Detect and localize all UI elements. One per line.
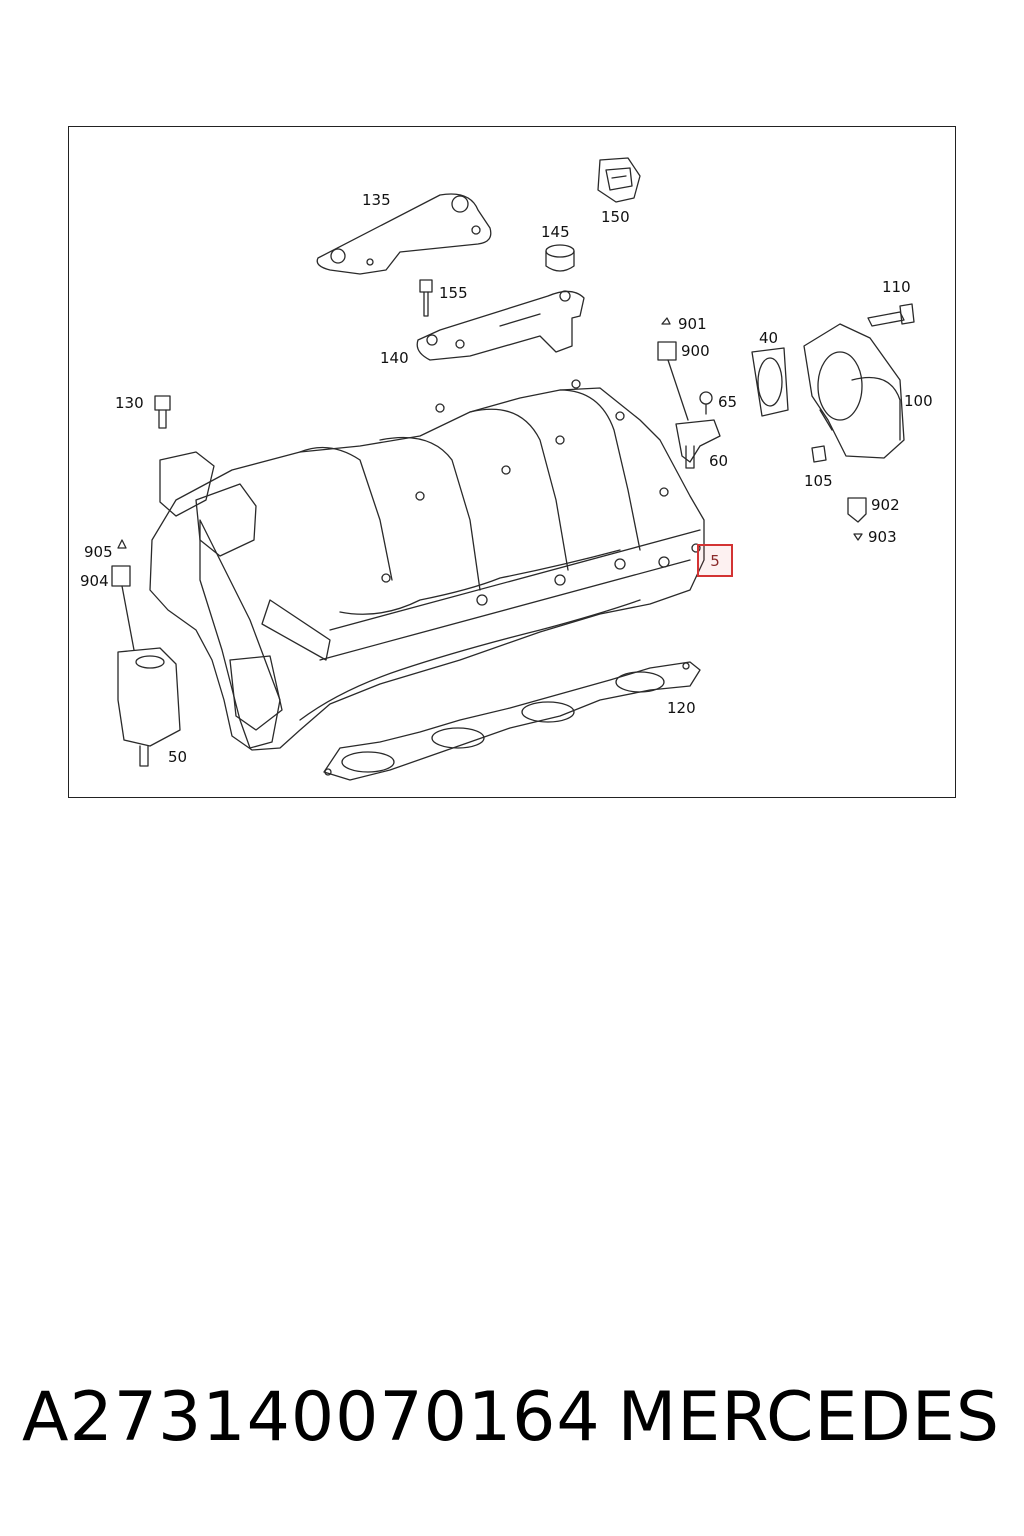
callout-902: 902 [871, 496, 900, 514]
caption-bar: A273140070164 MERCEDES [0, 1378, 1024, 1468]
bolt-155-drawing [419, 279, 433, 317]
callout-140: 140 [380, 349, 409, 367]
callout-905: 905 [84, 543, 113, 561]
highlighted-callout-label: 5 [710, 551, 720, 570]
parts-diagram-drawing [111, 157, 915, 781]
connector-900-drawing [657, 317, 689, 421]
callout-904: 904 [80, 572, 109, 590]
callout-900: 900 [681, 342, 710, 360]
highlighted-callout-5[interactable]: 5 [697, 544, 733, 577]
callout-65: 65 [718, 393, 738, 411]
callout-110: 110 [882, 278, 911, 296]
intake-manifold-drawing [149, 379, 705, 751]
gasket-120-drawing [323, 661, 701, 781]
bolt-110-drawing [867, 303, 915, 327]
callout-130: 130 [115, 394, 144, 412]
callout-60: 60 [709, 452, 729, 470]
callout-100: 100 [904, 392, 933, 410]
callout-903: 903 [868, 528, 897, 546]
bolt-130-drawing [154, 395, 171, 429]
clip-105-drawing [811, 445, 827, 463]
cap-145-drawing [545, 244, 575, 272]
callout-50: 50 [168, 748, 188, 766]
bracket-140-drawing [416, 290, 585, 361]
callout-120: 120 [667, 699, 696, 717]
callout-40: 40 [759, 329, 779, 347]
callout-901: 901 [678, 315, 707, 333]
callout-145: 145 [541, 223, 570, 241]
callout-135: 135 [362, 191, 391, 209]
callout-155: 155 [439, 284, 468, 302]
callout-105: 105 [804, 472, 833, 490]
gasket-40-drawing [751, 347, 789, 417]
callout-150: 150 [601, 208, 630, 226]
brand-name: MERCEDES [617, 1378, 1000, 1457]
bracket-135-drawing [316, 193, 492, 275]
actuator-drawing [159, 451, 331, 749]
throttle-body-100-drawing [803, 323, 905, 459]
sensor-60-drawing [675, 419, 721, 469]
valve-50-drawing [117, 647, 181, 767]
part-number: A273140070164 [22, 1378, 601, 1457]
connector-902-drawing [847, 497, 867, 541]
screw-65-drawing [699, 391, 713, 415]
connector-904-drawing [111, 539, 135, 651]
clip-150-drawing [597, 157, 641, 203]
diagram-frame [68, 126, 956, 798]
